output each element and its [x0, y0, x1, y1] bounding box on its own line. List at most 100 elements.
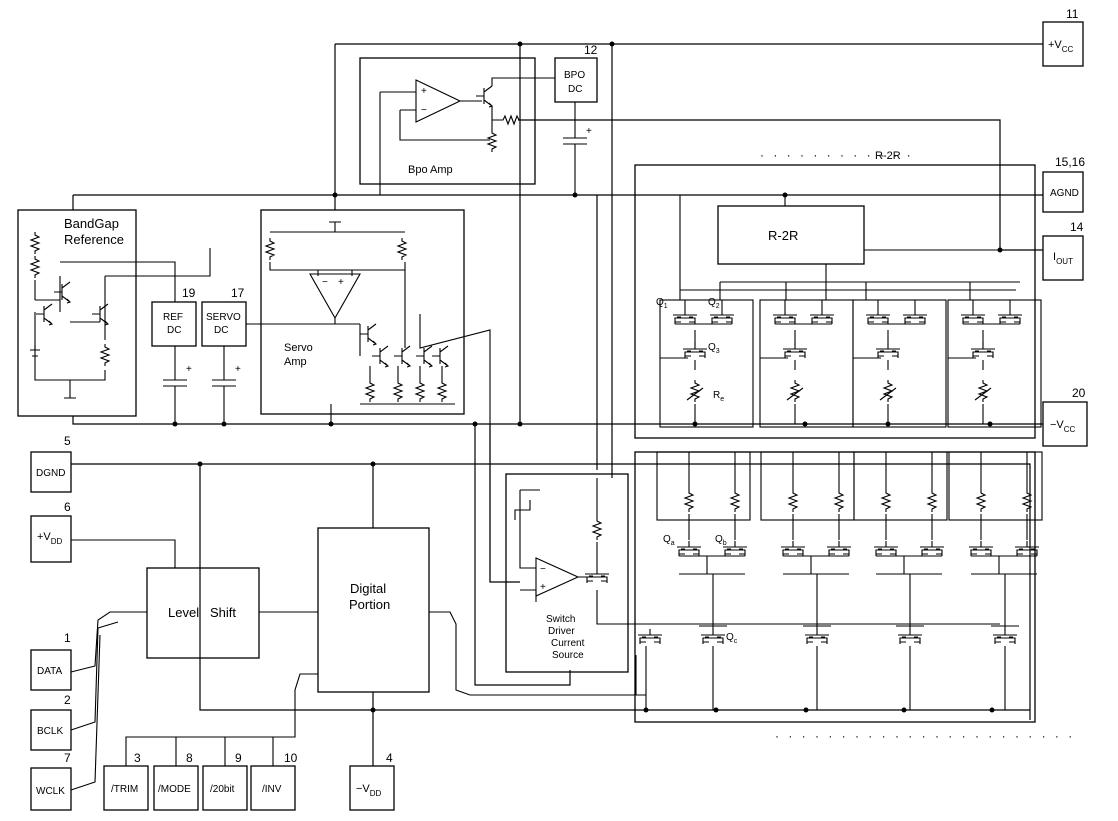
pin-neg-vdd: 4 −VDD: [349, 751, 395, 811]
pin-data-number: 1: [64, 631, 71, 645]
re-label: Re: [713, 390, 724, 403]
pin-trim-number: 3: [134, 751, 141, 765]
pin-inv-label: /INV: [262, 784, 282, 795]
ref-pin-number: 19: [182, 286, 196, 300]
ref-dc-line2: DC: [167, 325, 181, 336]
svg-text:· · · · · · · · · · · · · · ·: · · · · · · · · · · · · · · · · · · · · …: [775, 729, 1075, 743]
bandgap-title-line1: BandGap: [64, 216, 119, 231]
qc-label: Qc: [726, 632, 738, 645]
ladder-cells: [635, 299, 1043, 710]
pin-dgnd-label: DGND: [36, 468, 65, 479]
ladder-cell-2: [759, 299, 854, 428]
switch-cell-1: [656, 451, 751, 521]
digital-portion-block: Digital Portion: [125, 527, 646, 766]
qb-label: Qb: [715, 534, 727, 547]
bandgap-title-line2: Reference: [64, 232, 124, 247]
q1-label: Q1: [656, 297, 668, 310]
servo-amp-line2: Amp: [284, 356, 307, 368]
digital-line1: Digital: [350, 581, 386, 596]
switch-line2: Driver: [548, 626, 575, 637]
svg-text:+: +: [235, 364, 241, 375]
level-shift-word2: Shift: [210, 605, 236, 620]
pin-bclk: 2 BCLK: [30, 693, 72, 751]
pin-wclk: 7 WCLK: [30, 751, 72, 811]
r2r-block-label: R-2R: [768, 228, 798, 243]
pin-inv-number: 10: [284, 751, 298, 765]
pin-vcc: 11 +VCC: [1042, 7, 1084, 67]
pin-vdd-number: 6: [64, 500, 71, 514]
switch-cell-4: [948, 451, 1043, 521]
qa-label: Qa: [663, 534, 675, 547]
q2-label: Q2: [708, 297, 720, 310]
bpo-dc-block: 12 BPO DC +: [554, 43, 598, 195]
r2r-ladder-section: · · · · · · · · · · · · R-2R R-2R: [634, 148, 1036, 439]
ref-dc-line1: REF: [163, 312, 183, 323]
pin-data-label: DATA: [37, 666, 63, 677]
servo-pin-number: 17: [231, 286, 245, 300]
svg-text:+: +: [338, 277, 344, 288]
bpo-dc-line1: BPO: [564, 70, 585, 81]
pin-neg-vcc-label: −VCC: [1050, 419, 1076, 434]
pin-trim-label: /TRIM: [111, 784, 138, 795]
ladder-cell-1: [659, 299, 754, 428]
current-switch-section: · · · · · · · · · · · · · · · · · · · · …: [634, 451, 1075, 743]
bpo-amp-block: Bpo Amp + −: [359, 57, 555, 195]
pin-dgnd: 5 DGND: [30, 434, 72, 493]
pin-iout-label: IOUT: [1053, 251, 1073, 266]
switch-line1: Switch: [546, 614, 575, 625]
switch-line4: Source: [552, 650, 584, 661]
pin-20bit-number: 9: [235, 751, 242, 765]
servo-dc-block: 17 SERVO DC +: [201, 286, 360, 424]
pin-data: 1 DATA: [30, 631, 72, 691]
junction-dots: [172, 41, 1003, 713]
svg-text:+: +: [586, 126, 592, 137]
servo-amp-block: Servo Amp − +: [260, 209, 491, 582]
pin-wclk-label: WCLK: [36, 786, 65, 797]
servo-dc-line2: DC: [214, 325, 228, 336]
svg-text:· · · · · · · · · · · ·: · · · · · · · · · · · ·: [760, 148, 914, 162]
pin-vdd: 6 +VDD: [30, 500, 72, 563]
pin-neg-vdd-label: −VDD: [356, 783, 382, 798]
q3-label: Q3: [708, 342, 720, 355]
power-bus-wires: [71, 43, 1043, 766]
pin-dgnd-number: 5: [64, 434, 71, 448]
switch-cell-3: [853, 451, 948, 521]
pin-iout: 14 IOUT: [1042, 220, 1084, 281]
ladder-cell-3: [852, 299, 947, 428]
svg-text:+: +: [540, 582, 546, 593]
pin-neg-vcc-number: 20: [1072, 386, 1086, 400]
pin-agnd: 15,16 AGND: [1042, 155, 1085, 213]
pin-20bit-label: /20bit: [210, 784, 235, 795]
ref-dc-block: 19 REF DC +: [151, 286, 197, 424]
switch-driver-block: Switch Driver Current Source − +: [505, 473, 1000, 673]
pin-wclk-number: 7: [64, 751, 71, 765]
switch-line3: Current: [551, 638, 585, 649]
servo-dc-line1: SERVO: [206, 312, 241, 323]
bpo-dc-line2: DC: [568, 84, 582, 95]
svg-text:−: −: [322, 277, 328, 288]
pin-vcc-number: 11: [1066, 7, 1079, 21]
r2r-top-label: R-2R: [875, 150, 901, 162]
bandgap-reference-block: BandGap Reference: [17, 209, 211, 417]
level-shift-block: Level Shift: [70, 539, 318, 791]
pin-vcc-label: +VCC: [1048, 39, 1074, 54]
digital-line2: Portion: [349, 597, 390, 612]
svg-text:−: −: [540, 564, 546, 575]
servo-amp-line1: Servo: [284, 342, 313, 354]
pin-agnd-number: 15,16: [1055, 155, 1085, 169]
bpo-pin-number: 12: [584, 43, 598, 57]
pin-iout-number: 14: [1070, 220, 1084, 234]
pin-bclk-label: BCLK: [37, 726, 63, 737]
pin-agnd-label: AGND: [1050, 188, 1079, 199]
pin-neg-vdd-number: 4: [386, 751, 393, 765]
svg-text:+: +: [421, 86, 427, 97]
bpo-amp-label: Bpo Amp: [408, 164, 453, 176]
svg-text:+: +: [186, 364, 192, 375]
pin-mode-number: 8: [186, 751, 193, 765]
pin-mode-label: /MODE: [158, 784, 191, 795]
switch-cell-2: [760, 451, 855, 521]
pin-inv: 10 /INV: [250, 751, 298, 811]
pin-neg-vcc: 20 −VCC: [1042, 386, 1088, 447]
level-shift-word1: Level: [168, 605, 199, 620]
